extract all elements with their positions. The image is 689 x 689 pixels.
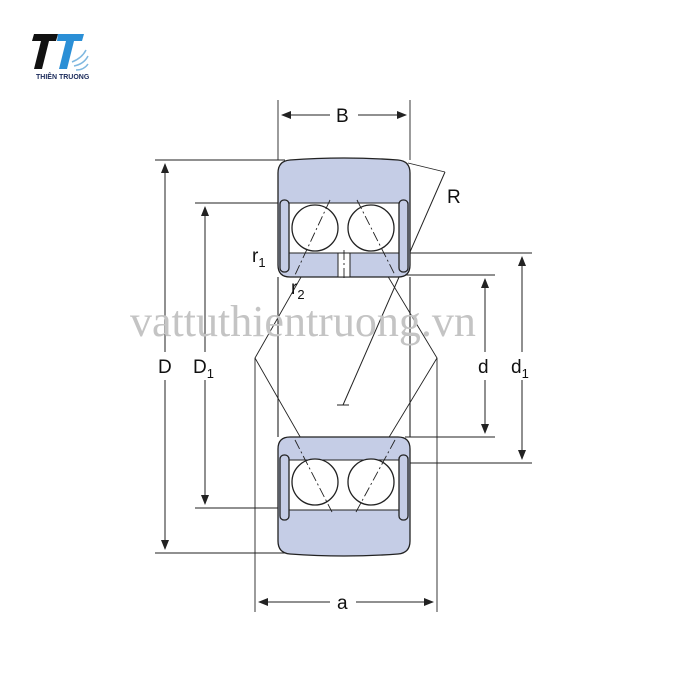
bearing-top-section (277, 157, 411, 278)
label-a: a (337, 593, 348, 614)
watermark: vattuthientruong.vn (130, 297, 476, 346)
bore-lines (277, 277, 411, 437)
label-D: D (158, 357, 172, 378)
dimension-lines (161, 111, 526, 606)
label-B: B (336, 106, 349, 127)
logo-text: THIÊN TRUONG (36, 72, 90, 81)
label-R: R (447, 187, 461, 208)
label-r2: r2 (291, 278, 305, 302)
label-r1: r1 (252, 246, 266, 270)
label-d: d (478, 357, 489, 378)
bearing-bottom-section (277, 436, 411, 557)
label-D1: D1 (193, 357, 214, 381)
company-logo: THIÊN TRUONG (32, 34, 90, 81)
ball-axis-lines (294, 199, 396, 513)
label-d1: d1 (511, 357, 529, 381)
extension-lines (155, 100, 532, 612)
